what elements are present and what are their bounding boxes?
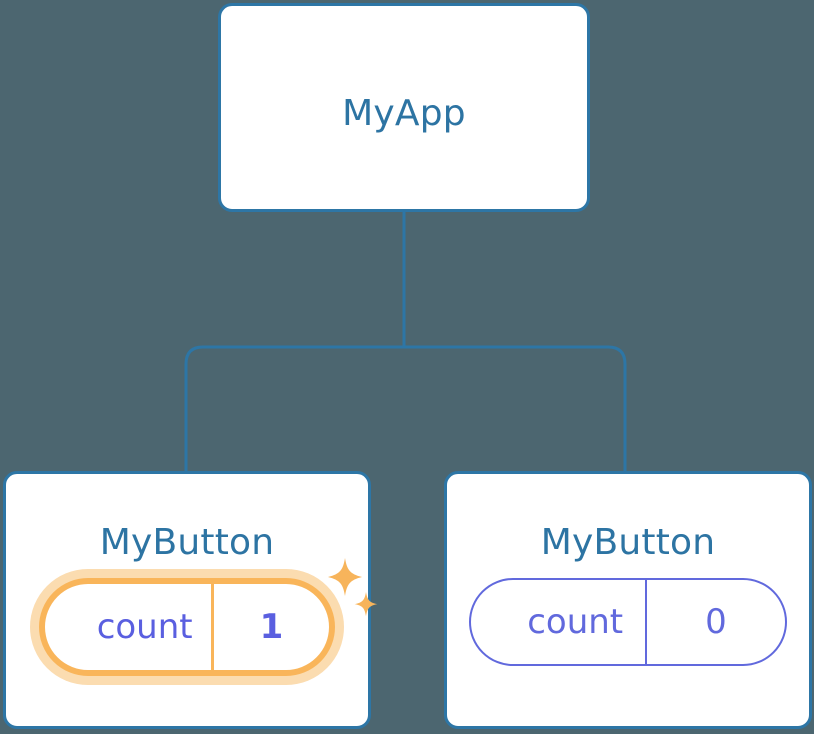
- sparkle-icon-large: [328, 558, 363, 596]
- state-key-right: count: [527, 602, 624, 642]
- state-pill-divider-left: [210, 584, 214, 670]
- node-title-mybutton-left: MyButton: [99, 522, 275, 563]
- state-pill-holder-right: count 0: [469, 578, 787, 666]
- node-mybutton-right[interactable]: MyButton count 0: [444, 471, 812, 729]
- state-pill-divider-right: [645, 580, 648, 664]
- node-title-mybutton-right: MyButton: [540, 522, 716, 563]
- state-pill-holder-left: count 1: [29, 558, 378, 685]
- state-pill-left[interactable]: count 1: [38, 578, 336, 676]
- state-key-left: count: [96, 607, 193, 647]
- connector-branch-bar: [184, 345, 627, 471]
- node-mybutton-left[interactable]: MyButton count 1: [3, 471, 378, 729]
- state-pill-right[interactable]: count 0: [469, 578, 787, 666]
- node-myapp[interactable]: MyApp: [218, 3, 590, 212]
- state-value-right: 0: [705, 602, 727, 642]
- node-title-myapp: MyApp: [342, 93, 466, 134]
- state-value-left: 1: [259, 607, 284, 647]
- state-pill-wrap-right: count 0: [447, 578, 809, 666]
- state-pill-wrap-left: count 1: [6, 558, 378, 685]
